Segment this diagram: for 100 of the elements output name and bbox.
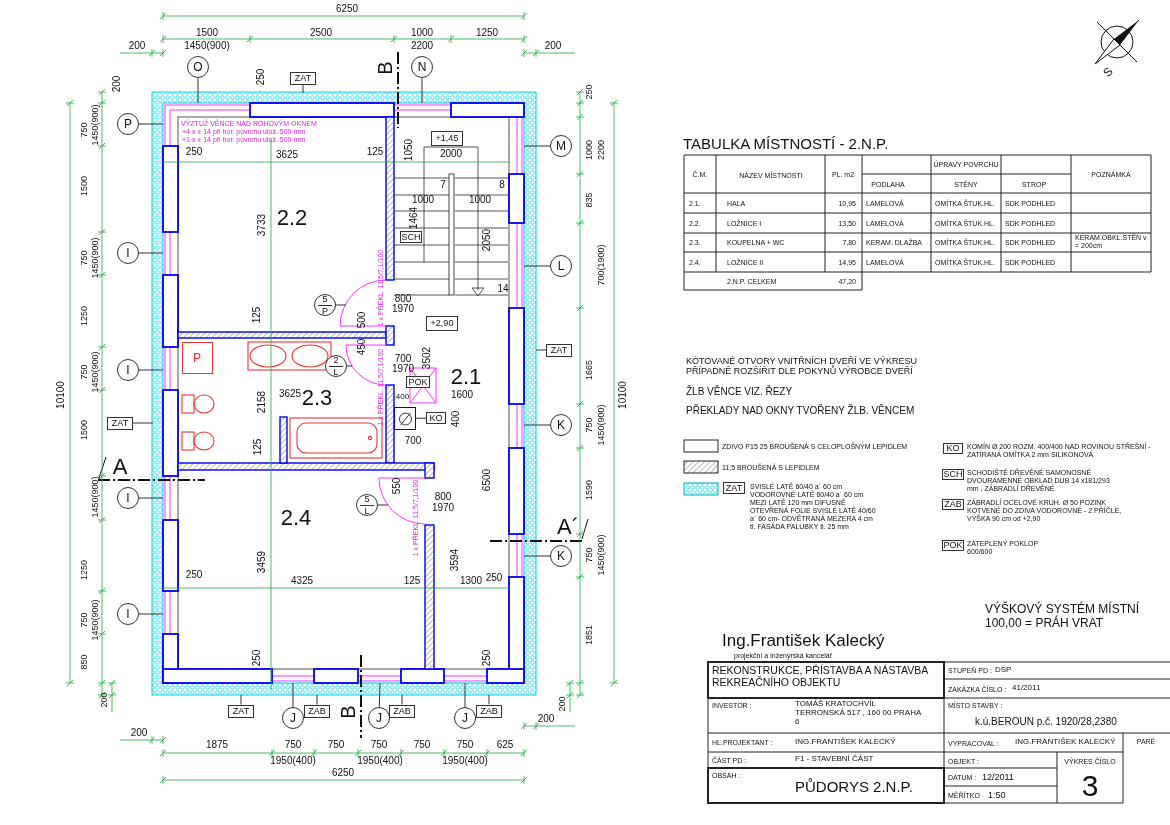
dimension-label: 6250 <box>331 768 355 778</box>
dimension-label: 200 <box>128 41 146 51</box>
tag-label: POK <box>942 539 964 551</box>
dimension-label: 10100 <box>56 381 66 409</box>
dimension-label: 250 <box>185 570 203 580</box>
leader-line <box>535 349 547 351</box>
dimension-label: 1000 <box>468 195 492 205</box>
dimension-label: 1950(400) <box>357 756 403 766</box>
dimension-label: 250 <box>185 147 203 157</box>
step-number: 14 <box>497 284 509 294</box>
dimension-label: 1970 <box>391 364 415 374</box>
dimension-label: 1000 <box>411 195 435 205</box>
tag-label: SCH <box>400 231 422 243</box>
leader-line <box>197 77 199 104</box>
dimension-label: 1450(900) <box>596 404 606 446</box>
dimension-label: 750 <box>370 740 388 750</box>
leader-line <box>488 694 490 705</box>
title-block-text: ING.FRANTIŠEK KALECKÝ <box>1015 738 1116 746</box>
dimension-label: 250 <box>485 573 503 583</box>
dimension-label: 1600 <box>450 390 474 400</box>
room-number: 2.4 <box>280 507 312 529</box>
tag-label: ZAB <box>942 498 964 510</box>
leader-line <box>378 682 381 708</box>
dimension-label: 3459 <box>257 550 267 574</box>
title-block-text: k.ú.BEROUN p.č. 1920/28,2380 <box>975 717 1117 727</box>
leader-line <box>346 365 353 367</box>
leader-line <box>335 304 347 306</box>
dimension-label: 250 <box>256 68 266 86</box>
title-block-text: PŮDORYS 2.N.P. <box>795 778 913 794</box>
leader-line <box>523 145 551 147</box>
leader-line <box>523 555 551 557</box>
tag-label: ZAT <box>290 71 316 85</box>
door-callout <box>314 294 336 316</box>
dimension-label: 750 <box>413 740 431 750</box>
grid-callout: I <box>117 359 139 381</box>
door-callout <box>356 494 378 516</box>
tag-label: ZAB <box>389 704 415 718</box>
title-block-text: DSP <box>995 666 1012 674</box>
dimension-label: 1950(400) <box>270 756 316 766</box>
fixture-box: P <box>181 342 213 374</box>
leader-line <box>138 369 164 371</box>
dimension-label: 500 <box>357 311 367 329</box>
leader-line <box>415 417 427 419</box>
title-block-text: 12/2011 <box>982 772 1014 782</box>
section-mark: A´ <box>557 516 579 538</box>
dimension-label: 200 <box>557 696 567 712</box>
room-number: 2.3 <box>301 387 333 409</box>
dimension-label: 4325 <box>290 576 314 586</box>
dimension-label: 1050 <box>404 138 414 162</box>
leader-line <box>523 424 551 426</box>
grid-callout: I <box>117 487 139 509</box>
grid-callout: M <box>550 135 572 157</box>
dimension-label: 800 <box>434 492 452 502</box>
dimension-label: 125 <box>253 438 263 456</box>
tag-label: ZAT <box>723 482 745 494</box>
dimension-label: 3594 <box>450 548 460 572</box>
grid-callout: J <box>454 707 476 729</box>
dimension-label: 3502 <box>422 346 432 370</box>
dimension-label: 200 <box>544 41 562 51</box>
leader-line <box>316 694 318 705</box>
author-name: Ing.František Kalecký <box>722 631 885 649</box>
note-text: PŘEKLADY NAD OKNY TVOŘENY ŽLB. VĚNCEM <box>686 406 915 416</box>
dimension-label: 750 <box>79 122 89 138</box>
door-number: 5 <box>360 494 374 506</box>
dimension-label: 750 <box>79 250 89 266</box>
leader-line <box>138 252 164 254</box>
dimension-label: 1500 <box>79 176 89 196</box>
dimension-label: 750 <box>584 417 594 433</box>
grid-callout: I <box>117 242 139 264</box>
dimension-label: 1450(900) <box>596 534 606 576</box>
tag-label: ZAT <box>546 343 572 357</box>
step-number: 8 <box>499 180 505 190</box>
title-block-text: 41/2011 <box>1012 684 1041 692</box>
grid-callout: K <box>550 545 572 567</box>
note-text: ŽLB VĚNCE VIZ. ŘEZY <box>686 387 793 397</box>
dimension-label: 750 <box>79 612 89 628</box>
dimension-label: 200 <box>112 75 122 93</box>
dimension-label: 1950(400) <box>442 756 488 766</box>
title-block-text: F1 - STAVEBNÍ ČÁST <box>795 755 874 763</box>
leader-line <box>401 694 403 705</box>
dimension-label: 1300 <box>459 576 483 586</box>
tag-label: KO <box>426 412 446 424</box>
dimension-label: 1970 <box>391 304 415 314</box>
dimension-label: 2158 <box>257 390 267 414</box>
table-title: TABULKA MÍSTNOSTÍ - 2.N.P. <box>683 135 889 151</box>
dimension-label: 700(1900) <box>596 244 606 286</box>
tag-label: SCH <box>942 468 964 480</box>
dimension-label: 700 <box>394 354 412 364</box>
dimension-label: 3625 <box>275 150 299 160</box>
leader-line <box>292 682 294 708</box>
leader-line <box>138 613 164 615</box>
dimension-label: 10100 <box>618 381 628 409</box>
dimension-label: 800 <box>394 294 412 304</box>
dimension-label: 125 <box>366 147 384 157</box>
grid-callout: O <box>187 56 209 78</box>
dimension-label: 200 <box>130 728 148 738</box>
grid-callout: P <box>117 113 139 135</box>
tag-label: +1,45 <box>431 130 463 146</box>
section-mark: B <box>375 61 395 75</box>
dimension-label: 1590 <box>584 480 594 500</box>
